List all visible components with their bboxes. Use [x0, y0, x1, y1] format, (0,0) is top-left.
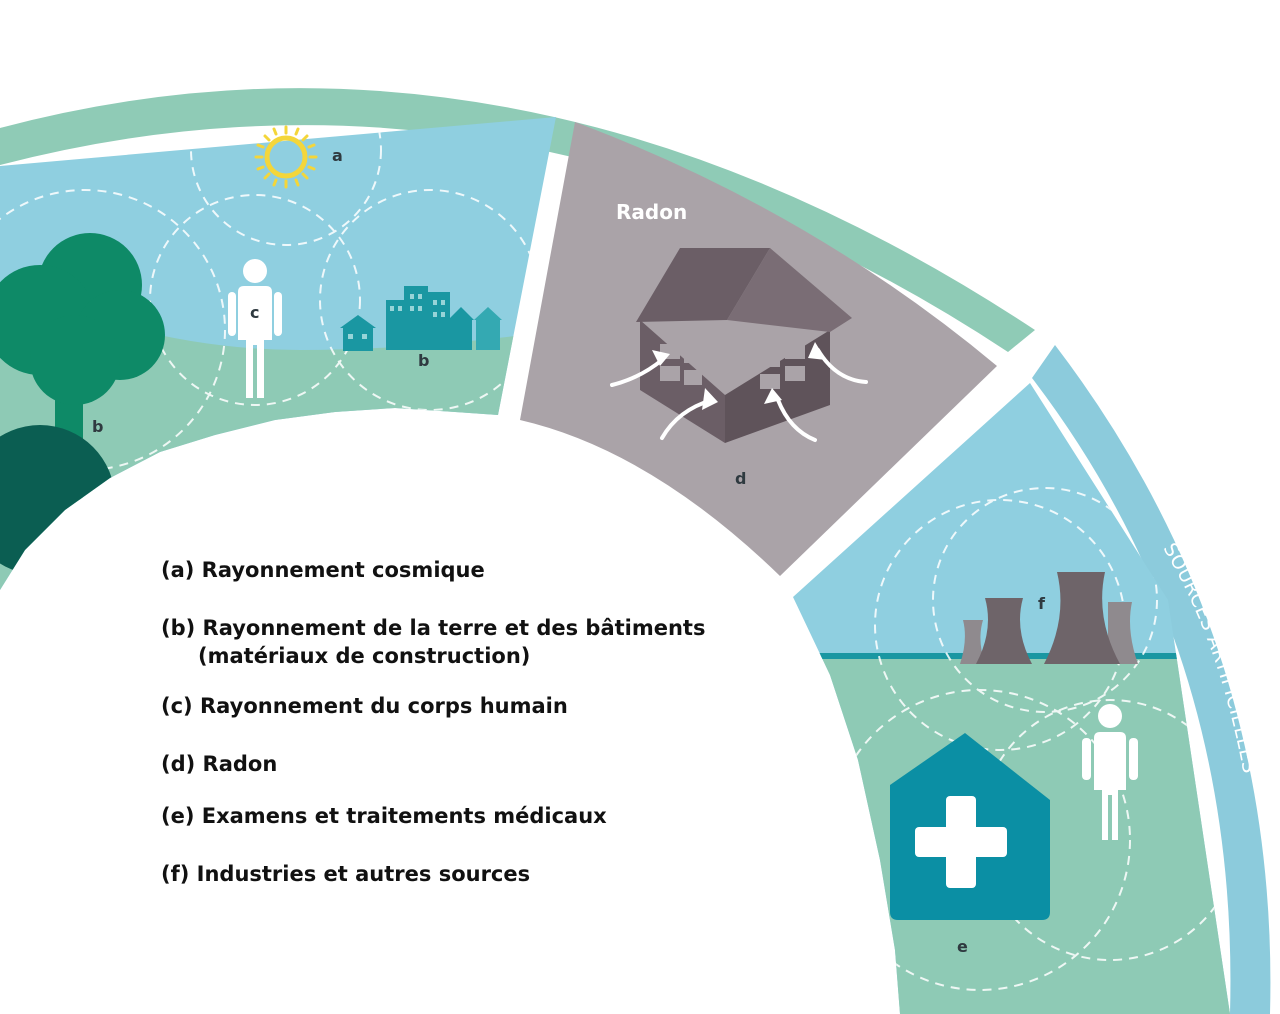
legend-item-e: (e) Examens et traitements médicaux [161, 804, 607, 828]
legend-item-f: (f) Industries et autres sources [161, 862, 531, 886]
person-icon [1082, 704, 1138, 840]
letter-b-tree: b [92, 417, 103, 436]
letter-f: f [1038, 594, 1046, 613]
city-buildings-icon [340, 286, 502, 351]
radon-panel [520, 122, 997, 576]
artificial-sources-ring [1032, 345, 1271, 1014]
legend-item-b-line2: (matériaux de construction) [198, 644, 531, 668]
radon-title: Radon [616, 200, 687, 224]
letter-a: a [332, 146, 343, 165]
cooling-tower-icon [960, 572, 1138, 664]
hospital-icon [890, 733, 1050, 920]
legend-item-c: (c) Rayonnement du corps humain [161, 694, 568, 718]
sun-icon [254, 125, 318, 189]
house-icon [610, 248, 868, 443]
legend-item-b: (b) Rayonnement de la terre et des bâtim… [161, 614, 705, 670]
letter-b-city: b [418, 351, 429, 370]
legend-item-a: (a) Rayonnement cosmique [161, 558, 485, 582]
letter-d: d [735, 469, 746, 488]
letter-e: e [957, 937, 968, 956]
natural-sources-label: SOURCES NATURELLES [455, 45, 707, 115]
letter-c: c [250, 303, 259, 322]
person-icon [228, 259, 282, 398]
legend-item-d: (d) Radon [161, 752, 278, 776]
legend-item-b-line1: (b) Rayonnement de la terre et des bâtim… [161, 616, 706, 640]
